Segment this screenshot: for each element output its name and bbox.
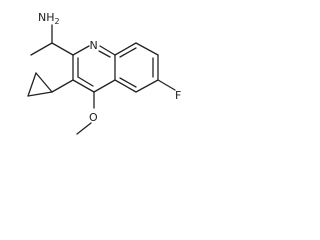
- bond-c5-c4a: [114, 79, 137, 93]
- molecule-structure: NH2 N F O: [27, 11, 181, 135]
- bond-c4a-c4: [93, 79, 116, 93]
- bond-c8a-c8: [114, 42, 137, 56]
- bond-methyl-ch: [30, 42, 53, 56]
- bond-cyclopropyl-b: [27, 72, 37, 97]
- bond-c6-c5: [135, 79, 159, 93]
- bond-n1-c8a-inner: [98, 50, 111, 58]
- bond-c4-c3-inner: [77, 76, 94, 87]
- fluorine-label: F: [175, 89, 181, 102]
- bond-n1-c8a: [99, 45, 116, 56]
- methoxy-oxygen-label: O: [89, 111, 98, 124]
- ring-nitrogen-label: N: [90, 39, 98, 52]
- bond-c5-c4a-inner: [119, 77, 137, 88]
- bond-c8-c7: [135, 42, 159, 56]
- bond-c8a-c8-inner: [119, 47, 137, 58]
- bond-ch-c2: [51, 42, 74, 56]
- bond-cyclopropyl-c: [35, 72, 53, 93]
- bond-c4-c3: [72, 79, 95, 93]
- amine-h-subscript: 2: [55, 17, 60, 26]
- amine-label: NH2: [38, 11, 60, 26]
- bond-c3-cyclopropyl: [51, 79, 74, 93]
- bond-cyclopropyl-a: [27, 91, 53, 97]
- bond-oxygen-methyl: [76, 122, 92, 135]
- bond-c2-n1: [72, 45, 90, 56]
- bond-c6-fluorine: [157, 79, 176, 91]
